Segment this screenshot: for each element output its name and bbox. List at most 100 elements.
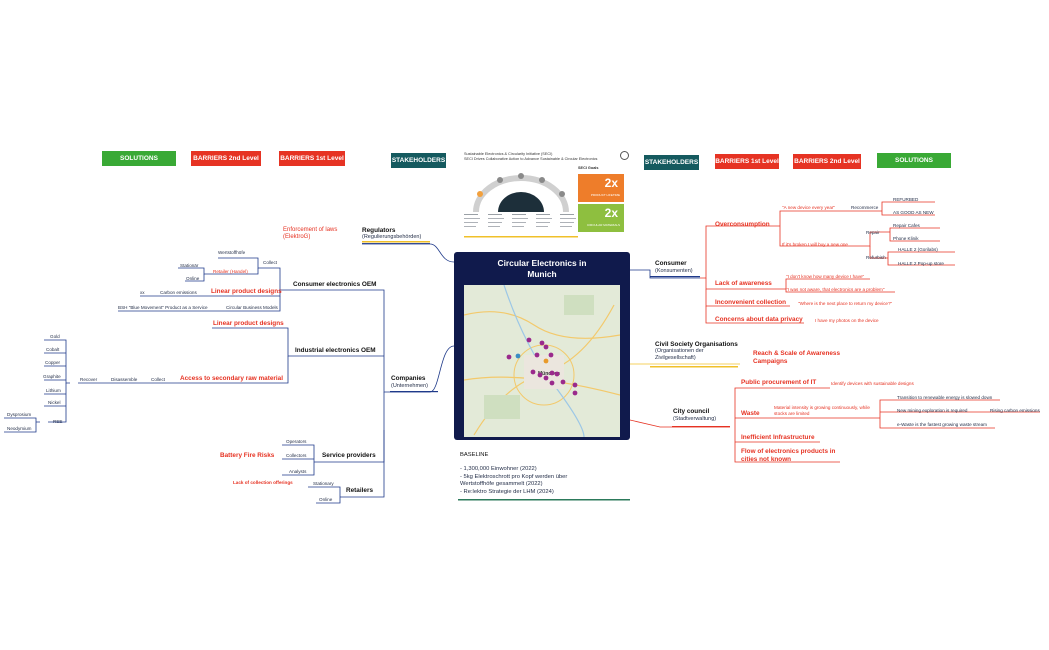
header-stakeholders-right: STAKEHOLDERS xyxy=(644,155,699,170)
stakeholder-service-providers[interactable]: Service providers xyxy=(322,452,376,459)
retailer-stationary: Stationary xyxy=(313,481,334,486)
solution-repair-cafes[interactable]: Repair Cafes xyxy=(893,223,920,228)
service-analysts: Analysts xyxy=(289,469,307,474)
waste-ewaste-fastest: e-Waste is the fastest growing waste str… xyxy=(897,422,987,427)
material-gold: Gold xyxy=(50,334,60,339)
seci-goal-2: 2x CIRCULAR MATERIALS xyxy=(578,204,624,232)
barrier-inconvenient-collection[interactable]: Inconvenient collection xyxy=(715,299,787,306)
solution-recommerce: Recommerce xyxy=(851,205,879,210)
material-cobalt: Cobalt xyxy=(46,347,60,352)
stakeholder-consumer-oem[interactable]: Consumer electronics OEM xyxy=(293,281,377,288)
solution-repair: Repair xyxy=(866,230,880,235)
solution-refurbed[interactable]: REFURBED xyxy=(893,197,919,202)
solution-halle2-gorilabs[interactable]: HALLE 2 (Gorilabs) xyxy=(898,247,938,252)
barrier-enforcement-sub: (ElektroG) xyxy=(283,234,311,240)
barrier-reach-scale-awareness[interactable]: Reach & Scale of Awareness Campaigns xyxy=(753,350,841,365)
seci-goals-label: SECI Goals xyxy=(578,166,599,170)
stakeholder-civil-society-sub-2: Zivilgesellschaft) xyxy=(655,355,696,361)
quote-new-device-every-year: "A new device every year" xyxy=(782,205,836,210)
industrial-collect: Collect xyxy=(151,377,166,382)
stakeholder-regulators-sub: (Regulierungsbehörden) xyxy=(362,234,422,240)
barrier-enforcement-of-laws[interactable]: Enforcement of laws xyxy=(283,227,338,233)
stakeholder-retailers[interactable]: Retailers xyxy=(346,487,373,494)
seci-arc-graphic xyxy=(473,173,569,213)
material-ree: REE xyxy=(53,419,63,424)
consumer-oem-retailer: Retailer (Handel) xyxy=(213,269,248,274)
barrier-overconsumption[interactable]: Overconsumption xyxy=(715,221,770,228)
stakeholder-civil-society-sub-1: (Organisationen der xyxy=(655,348,704,354)
service-collectors: Collectors xyxy=(286,453,307,458)
barrier-flow-of-electronics[interactable]: Flow of electronics products in cities n… xyxy=(741,448,836,463)
material-graphite: Graphite xyxy=(43,374,61,379)
barrier-data-privacy[interactable]: Concerns about data privacy xyxy=(715,316,803,323)
solution-bsh-blue-movement[interactable]: BSH "Blue Movement" Product as a Service xyxy=(118,305,208,310)
stakeholder-companies-sub: (Unternehmen) xyxy=(391,383,428,389)
stakeholder-city-council[interactable]: City council xyxy=(673,408,710,415)
seci-title-1: Sustainable Electronics & Circularity In… xyxy=(464,152,553,156)
quote-broken-buy-new: If it's broken I will buy a new one xyxy=(782,242,848,247)
material-lithium: Lithium xyxy=(46,388,61,393)
barrier-inefficient-infrastructure[interactable]: Inefficient Infrastructure xyxy=(741,434,815,441)
seci-goal-2-value: 2x xyxy=(604,206,618,220)
solution-halle2-popup[interactable]: HALLE 2 Pop-up store xyxy=(898,261,944,266)
stakeholder-consumer[interactable]: Consumer xyxy=(655,260,687,267)
header-solutions-right: SOLUTIONS xyxy=(877,153,951,168)
baseline-title: BASELINE xyxy=(460,452,489,458)
stakeholder-city-council-sub: (Stadtverwaltung) xyxy=(673,416,717,422)
material-nickel: Nickel xyxy=(48,400,61,405)
stakeholder-industrial-oem[interactable]: Industrial electronics OEM xyxy=(295,347,376,354)
solution-phone-klinik[interactable]: Phone Klinik xyxy=(893,236,919,241)
stakeholder-civil-society[interactable]: Civil Society Organisations xyxy=(655,341,738,348)
stakeholder-companies[interactable]: Companies xyxy=(391,375,426,382)
barrier-lack-of-awareness[interactable]: Lack of awareness xyxy=(715,280,772,287)
barrier-battery-fire-risks[interactable]: Battery Fire Risks xyxy=(220,452,275,459)
consumer-oem-wertstoffhoefe: Wertstoffhöfe xyxy=(218,250,246,255)
industrial-disassemble: Disassemble xyxy=(111,377,138,382)
seci-goal-2-label: CIRCULAR MATERIALS xyxy=(587,223,620,227)
header-barriers-2nd-right: BARRIERS 2nd Level xyxy=(793,154,861,169)
waste-transition-renewable: Transition to renewable energy is slowed… xyxy=(897,395,993,400)
barrier-linear-product-designs-consumer[interactable]: Linear product designs xyxy=(211,288,282,295)
quote-where-return-device: "Where is the next place to return my de… xyxy=(798,301,893,306)
material-dysprosium: Dysprosium xyxy=(7,412,32,417)
stakeholder-consumer-sub: (Konsumenten) xyxy=(655,268,693,274)
consumer-oem-circular-business-models: Circular Business Models xyxy=(226,305,278,310)
seci-infographic: Sustainable Electronics & Circularity In… xyxy=(460,150,630,240)
seci-title-2: SECI Drives Collaborative Action to Adva… xyxy=(464,157,598,161)
barrier-access-secondary-raw-material[interactable]: Access to secondary raw material xyxy=(180,375,284,382)
consumer-oem-online: Online xyxy=(186,276,200,281)
seci-goal-1-label: PRODUCT LIFETIME xyxy=(590,193,620,197)
quote-dont-know-devices: "I don't know how many device I have" xyxy=(786,274,865,279)
header-solutions-left: SOLUTIONS xyxy=(102,151,176,166)
barrier-linear-product-designs-industrial[interactable]: Linear product designs xyxy=(213,320,284,327)
header-stakeholders-left: STAKEHOLDERS xyxy=(391,153,446,168)
baseline-item-1: - 1,300,000 Einwohner (2022) xyxy=(460,466,537,472)
stakeholder-regulators[interactable]: Regulators xyxy=(362,227,396,234)
map-label-munich: München xyxy=(538,371,560,377)
barrier-public-procurement[interactable]: Public procurement of IT xyxy=(741,379,817,386)
solution-as-good-as-new[interactable]: AS GOOD AS NEW xyxy=(893,210,934,215)
header-barriers-1st-left: BARRIERS 1st Level xyxy=(279,151,345,166)
barrier-lack-of-collection-offerings[interactable]: Lack of collection offerings xyxy=(233,480,293,485)
munich-map[interactable]: München xyxy=(464,285,620,437)
consumer-oem-carbon: Carbon emissions xyxy=(160,290,197,295)
quote-not-aware-problem: "I was not aware, that electronics are a… xyxy=(786,287,885,292)
header-barriers-2nd-left: BARRIERS 2nd Level xyxy=(191,151,261,166)
waste-rising-carbon: Rising carbon emissions xyxy=(990,408,1040,413)
seci-columns-graphic xyxy=(464,214,578,238)
consumer-oem-collect: Collect xyxy=(263,260,278,265)
quote-photos-on-device: I have my photos on the device xyxy=(815,318,879,323)
retailer-online: Online xyxy=(319,497,333,502)
seci-goal-1-value: 2x xyxy=(604,176,618,190)
industrial-recover: Recover xyxy=(80,377,98,382)
barrier-waste[interactable]: Waste xyxy=(741,410,760,417)
consumer-oem-xx: xx xyxy=(140,290,145,295)
solution-refurbish: Refurbish xyxy=(866,255,886,260)
baseline-item-3: - Re:lektro Strategie der LHM (2024) xyxy=(460,489,554,495)
material-neodymium: Neodymium xyxy=(7,426,32,431)
globe-icon xyxy=(620,151,629,160)
header-barriers-1st-right: BARRIERS 1st Level xyxy=(715,154,779,169)
solution-identify-sustainable-devices: Identify devices with sustainable design… xyxy=(831,381,914,386)
waste-material-intensity: Material intensity is growing continuous… xyxy=(774,405,870,416)
